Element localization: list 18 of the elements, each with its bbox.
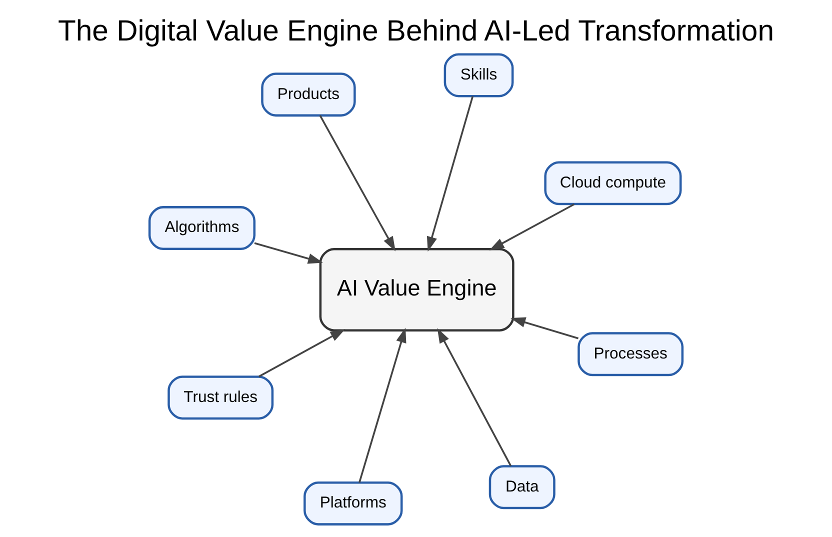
- arrow: [437, 328, 512, 466]
- node-box: Platforms: [304, 481, 403, 526]
- arrow: [510, 317, 579, 340]
- node-box: AI Value Engine: [319, 248, 514, 332]
- arrow: [254, 242, 323, 264]
- arrow: [489, 203, 575, 250]
- arrow: [258, 329, 346, 378]
- arrow: [426, 96, 474, 252]
- node-box: Cloud compute: [544, 161, 682, 206]
- node-box: Skills: [444, 53, 514, 98]
- node-box: Data: [488, 465, 556, 510]
- node-box: Processes: [578, 332, 684, 376]
- node-box: Algorithms: [148, 206, 256, 250]
- arrow: [319, 115, 396, 252]
- node-box: Trust rules: [168, 376, 274, 420]
- node-box: Products: [261, 72, 356, 117]
- diagram-title: The Digital Value Engine Behind AI-Led Transformation: [58, 14, 774, 48]
- arrow: [358, 328, 406, 483]
